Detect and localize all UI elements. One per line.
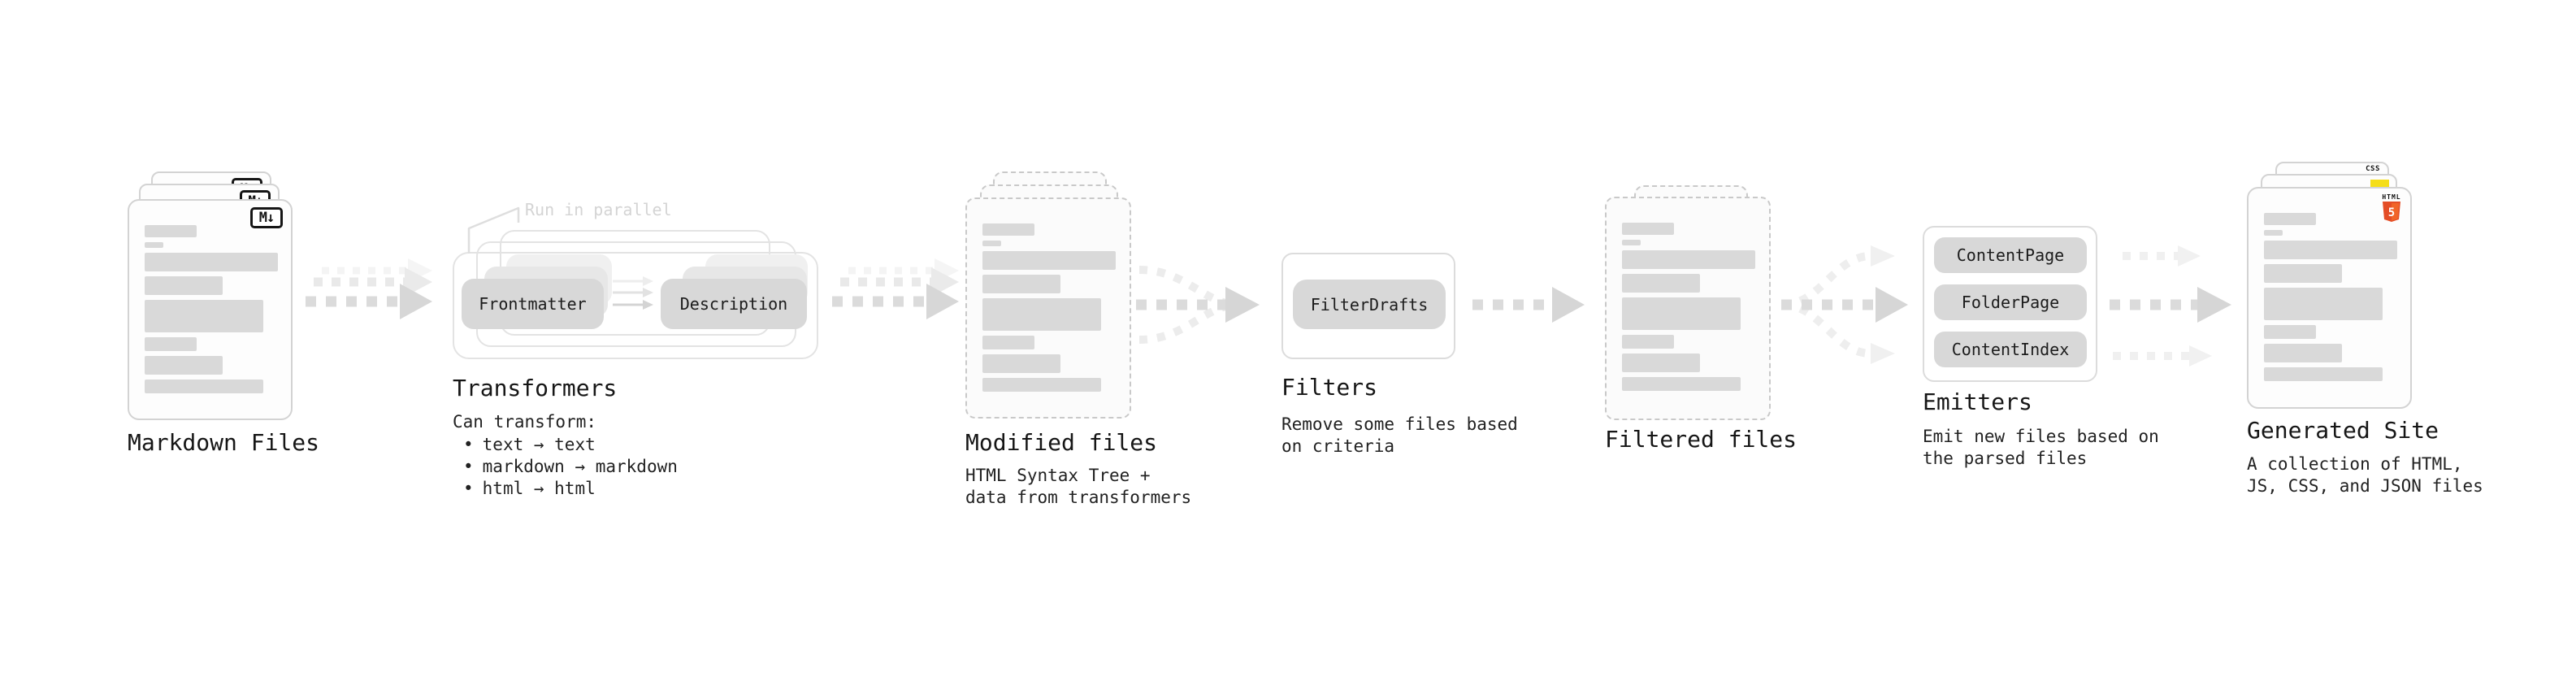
stage-title-filters: Filters bbox=[1281, 374, 1378, 401]
doc-line bbox=[982, 251, 1116, 270]
site-page-front: HTML 5 bbox=[2247, 187, 2412, 409]
stage-title-emitters: Emitters bbox=[1923, 388, 2032, 415]
transformer-frame-front bbox=[453, 252, 818, 359]
doc-line bbox=[982, 223, 1034, 236]
doc-line bbox=[145, 242, 163, 248]
doc-line bbox=[982, 298, 1101, 331]
run-in-parallel-label: Run in parallel bbox=[525, 200, 672, 219]
doc-line bbox=[2264, 213, 2316, 225]
doc-line bbox=[1622, 250, 1755, 269]
bullet-marker: • bbox=[463, 456, 474, 476]
transform-bullet-list: • text → text • markdown → markdown • ht… bbox=[463, 433, 678, 499]
doc-line bbox=[145, 356, 223, 375]
doc-line bbox=[2264, 325, 2316, 339]
bullet-marker: • bbox=[463, 478, 474, 498]
bullet-text: text → text bbox=[482, 434, 596, 454]
doc-line bbox=[145, 337, 197, 351]
doc-line bbox=[1622, 377, 1741, 391]
bullet-text: html → html bbox=[482, 478, 596, 498]
emitter-contentindex: ContentIndex bbox=[1934, 332, 2087, 367]
modified-page-front bbox=[965, 197, 1131, 419]
doc-line bbox=[1622, 297, 1741, 330]
transformers-heading: Can transform: bbox=[453, 412, 597, 432]
arrow-filters-to-filtered bbox=[1472, 287, 1585, 323]
html5-icon: HTML 5 bbox=[2381, 193, 2402, 226]
stage-title-markdown-files: Markdown Files bbox=[128, 429, 320, 456]
doc-line bbox=[982, 336, 1034, 349]
doc-line bbox=[145, 225, 197, 237]
doc-line bbox=[982, 378, 1101, 392]
doc-line bbox=[982, 354, 1060, 373]
doc-line bbox=[2264, 344, 2342, 362]
stage-title-modified-files: Modified files bbox=[965, 429, 1158, 456]
emitter-folderpage: FolderPage bbox=[1934, 284, 2087, 320]
doc-line bbox=[2264, 264, 2342, 283]
bullet-text: markdown → markdown bbox=[482, 456, 678, 476]
arrow-transformers-to-modified bbox=[832, 258, 959, 319]
run-in-parallel-leader-line bbox=[467, 206, 520, 254]
html5-shield: 5 bbox=[2383, 202, 2400, 222]
transformer-step-description: Description bbox=[661, 279, 807, 329]
doc-line bbox=[145, 276, 223, 295]
doc-line bbox=[145, 300, 263, 332]
html5-badge-label: HTML bbox=[2382, 193, 2401, 201]
doc-line bbox=[145, 253, 278, 271]
bullet-marker: • bbox=[463, 434, 474, 454]
transformer-step-arrows bbox=[613, 276, 653, 310]
emitter-contentpage: ContentPage bbox=[1934, 237, 2087, 273]
doc-line bbox=[1622, 223, 1674, 235]
arrow-emitters-to-site-middle bbox=[2110, 287, 2231, 323]
filter-filterdrafts: FilterDrafts bbox=[1293, 280, 1446, 329]
doc-line bbox=[2264, 288, 2383, 320]
doc-line bbox=[2264, 230, 2283, 236]
doc-placeholder-lines bbox=[2264, 213, 2397, 381]
bullet-item: • markdown → markdown bbox=[463, 455, 678, 477]
generated-site-subtitle: A collection of HTML, JS, CSS, and JSON … bbox=[2247, 454, 2483, 496]
arrow-emitters-to-site-bottom bbox=[2113, 345, 2212, 367]
stage-title-transformers: Transformers bbox=[453, 375, 618, 401]
arrow-emitters-to-site-top bbox=[2123, 245, 2201, 267]
doc-placeholder-lines bbox=[982, 223, 1116, 392]
arrow-markdown-to-transformers bbox=[306, 258, 432, 319]
stage-title-generated-site: Generated Site bbox=[2247, 417, 2439, 444]
doc-line bbox=[145, 380, 263, 393]
emitters-subtitle: Emit new files based on the parsed files bbox=[1923, 427, 2159, 468]
doc-line bbox=[1622, 274, 1700, 293]
doc-line bbox=[982, 241, 1001, 246]
doc-placeholder-lines bbox=[1622, 223, 1755, 391]
doc-line bbox=[2264, 367, 2383, 381]
doc-line bbox=[1622, 335, 1674, 349]
doc-line bbox=[2264, 241, 2397, 259]
doc-placeholder-lines bbox=[145, 225, 278, 393]
bullet-item: • text → text bbox=[463, 433, 678, 455]
html5-badge-number: 5 bbox=[2388, 206, 2395, 219]
arrow-filtered-to-emitters bbox=[1781, 245, 1908, 364]
doc-line bbox=[982, 275, 1060, 293]
stage-title-filtered-files: Filtered files bbox=[1605, 426, 1798, 453]
markdown-icon: M↓ bbox=[250, 207, 283, 228]
doc-line bbox=[1622, 354, 1700, 372]
transformer-step-frontmatter: Frontmatter bbox=[462, 279, 604, 329]
modified-files-subtitle: HTML Syntax Tree + data from transformer… bbox=[965, 466, 1192, 507]
arrow-modified-to-filters bbox=[1136, 266, 1260, 344]
bullet-item: • html → html bbox=[463, 477, 678, 499]
filters-subtitle: Remove some files based on criteria bbox=[1281, 414, 1518, 456]
doc-line bbox=[1622, 240, 1641, 245]
css-badge-label: CSS bbox=[2366, 165, 2380, 173]
filtered-page-front bbox=[1605, 197, 1771, 420]
markdown-page-front: M↓ bbox=[128, 199, 293, 420]
